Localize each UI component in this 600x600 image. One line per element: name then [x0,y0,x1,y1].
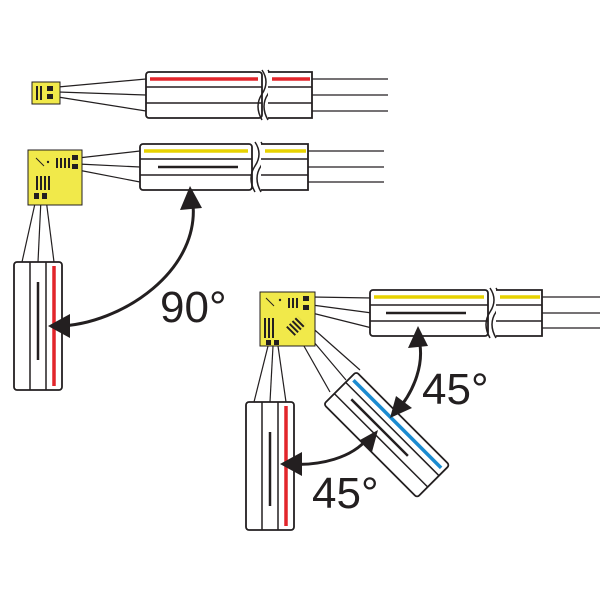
single-gauge-config [31,69,388,121]
rosette-90-horizontal-cable [139,141,384,193]
rosette-45-horizontal-cable [369,287,600,339]
angle-arrow-45-upper [390,326,428,418]
angle-label-45-lower: 45° [312,469,379,518]
rosette-90-vertical-leads [21,198,55,263]
rosette-90-vertical-cable [13,261,63,391]
rosette-0-45-90-config: 45° 45° [245,287,600,531]
rosette-45-horizontal-leads [311,296,373,329]
angle-label-45-upper: 45° [422,365,489,414]
rosette-0-90-config: 90° [13,141,384,391]
single-gauge-cable [145,69,388,121]
rosette-90-gauge-chip [27,149,83,206]
single-gauge-leads [57,78,147,112]
angle-label-90: 90° [160,283,227,332]
rosette-45-vertical-leads [253,345,287,403]
rosette-90-horizontal-leads [77,150,141,183]
angle-arrow-45-lower [280,430,378,476]
rosette-45-diagonal-cable [324,372,450,498]
single-gauge-chip [31,81,61,105]
rosette-45-gauge-chip [259,291,316,347]
angle-arrow-90 [48,186,202,338]
